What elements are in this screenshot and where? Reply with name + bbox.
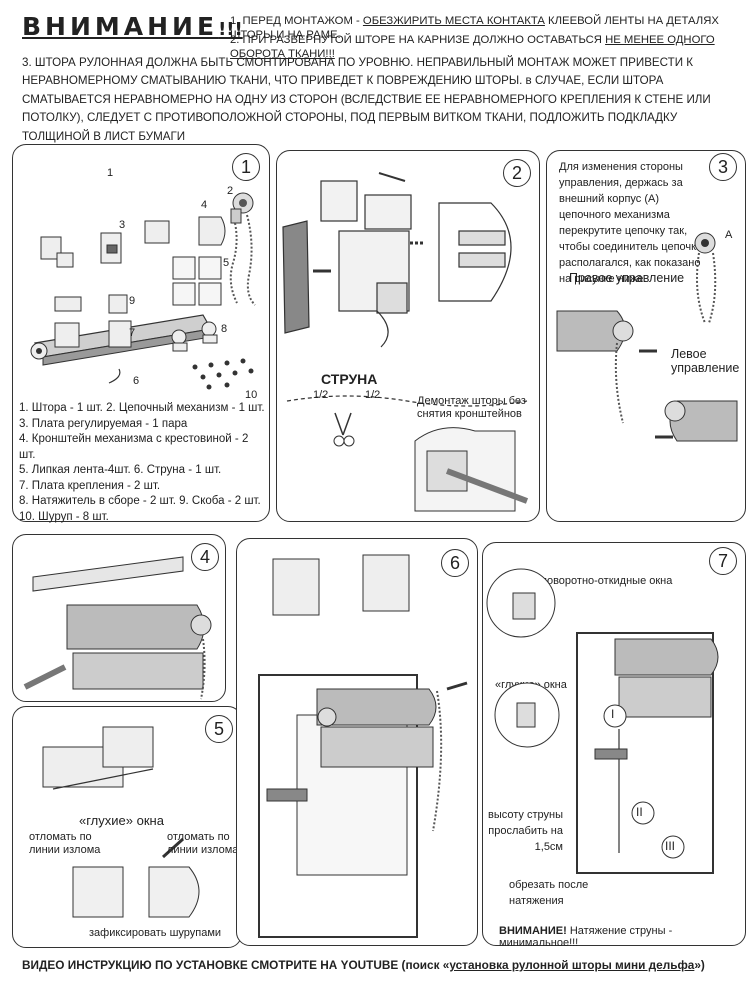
right-control-label: Правое управление [569,271,685,285]
screwdriver-drawing [445,468,529,504]
window-frame [576,632,714,874]
tension-warning: ВНИМАНИЕ! Натяжение струны - минимальное… [499,925,745,949]
fixed-windows-illustration [42,726,200,918]
footer-prefix: ВИДЕО ИНСТРУКЦИЮ ПО УСТАНОВКЕ СМОТРИТЕ Н… [22,958,450,972]
kit-illustration [30,192,256,390]
scissors-icon [333,435,345,447]
tension-illustration [486,568,719,874]
arrow-icon [161,837,185,859]
panel-3-control-side: 3 Для изменения стороны управления, держ… [546,150,746,522]
mount-illustration [23,556,212,700]
callout-3: 3 [119,219,126,231]
half-left-label: 1/2 [313,389,329,401]
panel-6-install: 6 [236,538,478,946]
panel-1-kit: 1 [12,144,270,525]
left-control-label: Левое управление [671,347,740,375]
window-handle [594,748,628,760]
note-2-underlined: НЕ МЕНЕЕ ОДНОГО ОБОРОТА ТКАНИ!!! [230,34,715,60]
panel-7-tension: 7 поворотно-откидные окна «глухие» окна … [482,542,746,949]
callout-8: 8 [221,323,228,335]
string-coil [108,368,121,384]
page-title: ВНИМАНИЕ!!! [22,12,243,41]
screwdriver-drawing [23,664,67,690]
parts-item: 1. Штора - 1 шт. 2. Цепочный механизм - … [19,402,265,414]
panel-4-mount: 4 [12,534,226,702]
control-side-instruction: Для изменения стороны управления, держас… [559,161,703,285]
arrow-icon [446,681,468,691]
loosen-string-label: высоту струны прослабить на 1,5см [488,809,563,853]
bracket-part [320,180,358,222]
callout-6: 6 [133,375,140,387]
roller-drawing [66,604,205,650]
callout-4: 4 [201,199,208,211]
warning-bold: ВНИМАНИЕ! [499,925,567,937]
chain-mechanism-drawing [229,192,256,306]
step-number-7: 7 [709,547,737,575]
assembly-illustration [282,172,529,512]
roman-2: II [636,805,643,819]
step-number-4: 4 [191,543,219,571]
tilt-windows-label: поворотно-откидные окна [541,575,673,587]
fix-screws-label: зафиксировать шурупами [89,927,222,939]
step-number-6: 6 [441,549,469,577]
roman-1: I [611,707,615,721]
side-bracket [438,202,512,302]
parts-item: 7. Плата крепления - 2 шт. [19,479,161,492]
note-1-suffix: КЛЕЕВОЙ ЛЕНТЫ НА ДЕТАЛЯХ ШТОРЫ И НА РАМЕ… [230,15,719,41]
string-drawing [376,310,389,348]
callout-9: 9 [129,295,136,307]
callout-7: 7 [129,327,136,339]
step-number-5: 5 [205,715,233,743]
panel-2-assembly: 2 СТРУНА 1/2 1/2 Демонтаж шторы без снят… [276,150,540,522]
arrow-icon [378,172,406,182]
callout-1: 1 [107,167,114,179]
cut-string-label: обрезать после натяжения [509,879,589,907]
panel-5-fixed-windows: 5 «глухие» окна отломать по линии излома… [12,706,242,948]
note-2-prefix: 2. ПРИ РАЗВЕРНУТОЙ ШТОРЕ НА КАРНИЗЕ ДОЛЖ… [230,34,606,46]
callout-2: 2 [227,185,234,197]
parts-item: 8. Натяжитель в сборе - 2 шт. 9. Скоба -… [19,495,261,507]
note-2: 2. ПРИ РАЗВЕРНУТОЙ ШТОРЕ НА КАРНИЗЕ ДОЛЖ… [230,33,750,61]
step-number-1: 1 [232,153,260,181]
parts-list: 1. Штора - 1 шт. 2. Цепочный механизм - … [19,401,267,525]
note-1-underlined: ОБЕЗЖИРИТЬ МЕСТА КОНТАКТА [362,15,545,27]
parts-item: 3. Плата регулируемая - 1 пара [19,417,188,430]
roller-drawing [614,638,719,676]
window-frame [258,674,418,938]
title-exclaim: !!! [218,19,243,40]
string-line [286,395,528,407]
screws-drawing [192,358,254,390]
break-left-label: отломать по линии излома [29,831,101,856]
control-side-illustration [556,232,738,442]
roller-drawing [316,688,437,726]
step-number-2: 2 [503,159,531,187]
youtube-search-link[interactable]: установка рулонной шторы мини дельфа [449,958,695,972]
plate-part [364,194,412,230]
note-1: 1. ПЕРЕД МОНТАЖОМ - ОБЕЗЖИРИТЬ МЕСТА КОН… [230,14,750,42]
roman-3: III [665,839,676,853]
note-3: 3. ШТОРА РУЛОННАЯ ДОЛЖНА БЫТЬ СМОНТИРОВА… [22,56,711,143]
label-a: А [725,229,733,241]
parts-item: 10. Шуруп - 8 шт. [19,510,109,523]
blind-windows-label: «глухие» окна [79,813,164,828]
string-label: СТРУНА [321,371,378,387]
half-right-label: 1/2 [365,389,381,401]
window-handle [266,788,308,802]
callout-10: 10 [245,389,258,401]
title-text: ВНИМАНИЕ [22,12,219,41]
bracket-drawings [40,216,226,352]
step-number-3: 3 [709,153,737,181]
break-right-label: отломать по линии излома [167,831,239,856]
note-1-prefix: 1. ПЕРЕД МОНТАЖОМ - [230,15,363,27]
scissors-icon [334,412,352,436]
warning-text: Натяжение струны - минимальное!!! [499,925,673,949]
callout-5: 5 [223,257,230,269]
parts-item: 5. Липкая лента-4шт. 6. Струна - 1 шт. [19,464,222,476]
dismount-note: Демонтаж шторы без снятия кронштейнов [417,395,526,420]
footer-suffix: ») [694,958,705,972]
parts-item: 4. Кронштейн механизма с крестовиной - 2… [19,433,249,461]
video-instructions: ВИДЕО ИНСТРУКЦИЮ ПО УСТАНОВКЕ СМОТРИТЕ Н… [22,958,705,972]
install-illustration [258,554,468,938]
adhesive-tape [282,220,310,334]
